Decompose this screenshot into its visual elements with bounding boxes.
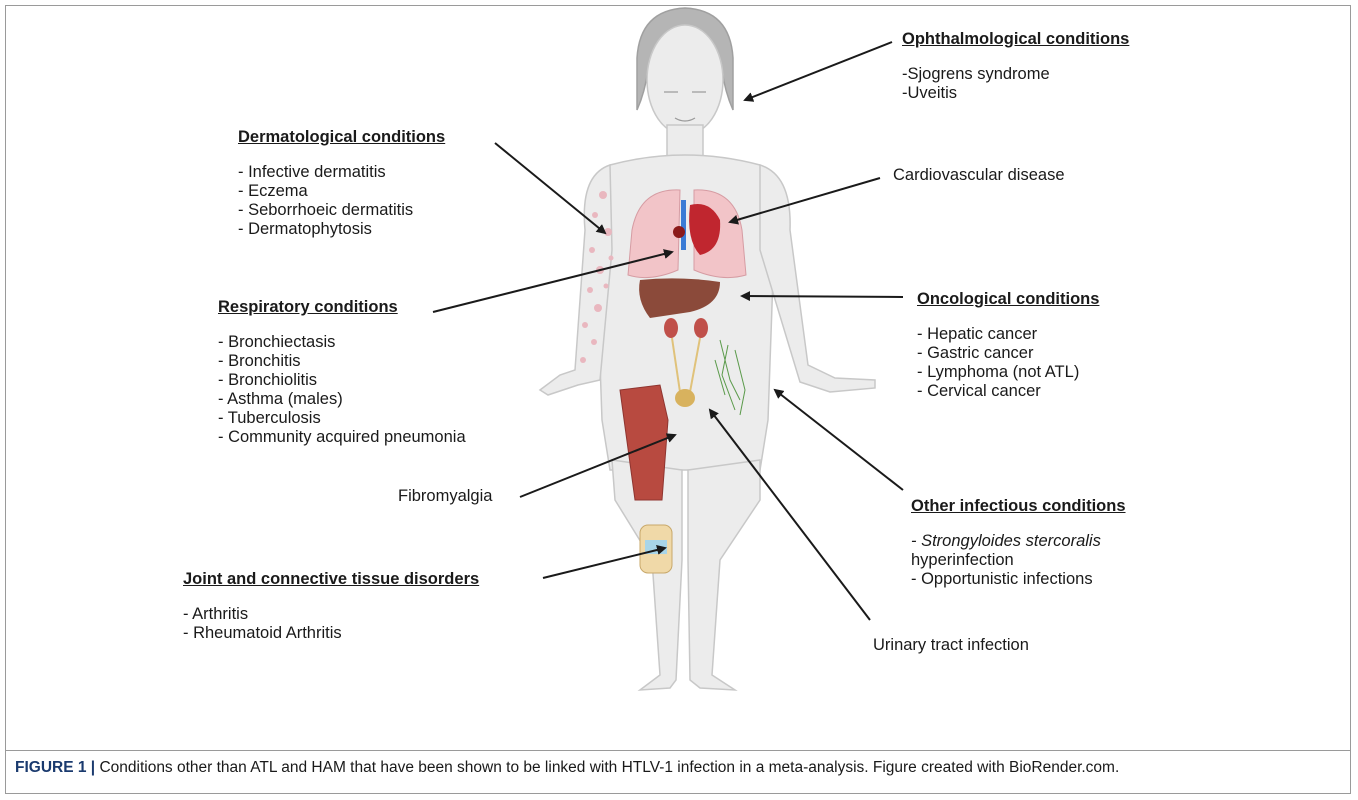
caption-label: FIGURE 1 | (15, 759, 95, 776)
ophthalmological-heading: Ophthalmological conditions (902, 30, 1129, 49)
urinary-group: Urinary tract infection (873, 636, 1029, 655)
fibromyalgia-group: Fibromyalgia (398, 487, 492, 506)
list-item: - Lymphoma (not ATL) (917, 363, 1099, 382)
respiratory-group: Respiratory conditions - Bronchiectasis … (218, 298, 466, 447)
other-infectious-list: - Strongyloides stercoralis hyperinfecti… (911, 532, 1126, 589)
list-item: - Opportunistic infections (911, 570, 1126, 589)
right-leg (688, 460, 760, 690)
joint-heading: Joint and connective tissue disorders (183, 570, 479, 589)
list-item: - Community acquired pneumonia (218, 428, 466, 447)
left-arm (540, 165, 612, 395)
dermatological-group: Dermatological conditions - Infective de… (238, 128, 445, 239)
list-item: - Gastric cancer (917, 344, 1099, 363)
joint-group: Joint and connective tissue disorders - … (183, 570, 479, 643)
human-body (540, 8, 875, 690)
figure-caption: FIGURE 1 | Conditions other than ATL and… (15, 759, 1345, 777)
list-item: - Infective dermatitis (238, 163, 445, 182)
list-item: - Arthritis (183, 605, 479, 624)
respiratory-list: - Bronchiectasis - Bronchitis - Bronchio… (218, 333, 466, 447)
respiratory-heading: Respiratory conditions (218, 298, 466, 317)
dermatological-heading: Dermatological conditions (238, 128, 445, 147)
list-item: - Hepatic cancer (917, 325, 1099, 344)
list-item-prefix: - Strongyloides stercoralis (911, 532, 1101, 550)
knee-joint (640, 525, 672, 573)
list-item: - Tuberculosis (218, 409, 466, 428)
list-item: - Bronchitis (218, 352, 466, 371)
list-item: - Eczema (238, 182, 445, 201)
oncological-heading: Oncological conditions (917, 290, 1099, 309)
arrow-oncological (742, 296, 903, 297)
list-item: - Rheumatoid Arthritis (183, 624, 479, 643)
list-item: - Strongyloides stercoralis (911, 532, 1126, 551)
list-item: - Seborrhoeic dermatitis (238, 201, 445, 220)
list-item: hyperinfection (911, 551, 1126, 570)
arrow-other-infectious (775, 390, 903, 490)
fibromyalgia-label: Fibromyalgia (398, 487, 492, 506)
arrow-ophthalmological (745, 42, 892, 100)
list-item: - Cervical cancer (917, 382, 1099, 401)
list-item: -Uveitis (902, 84, 1129, 103)
head (647, 25, 723, 135)
ophthalmological-list: -Sjogrens syndrome -Uveitis (902, 65, 1129, 103)
joint-list: - Arthritis - Rheumatoid Arthritis (183, 605, 479, 643)
cardiovascular-group: Cardiovascular disease (893, 166, 1065, 185)
urinary-label: Urinary tract infection (873, 636, 1029, 655)
caption-divider (5, 750, 1351, 751)
ophthalmological-group: Ophthalmological conditions -Sjogrens sy… (902, 30, 1129, 103)
right-arm (760, 165, 875, 392)
list-item: - Dermatophytosis (238, 220, 445, 239)
dermatological-list: - Infective dermatitis - Eczema - Seborr… (238, 163, 445, 239)
list-item: - Bronchiectasis (218, 333, 466, 352)
oncological-list: - Hepatic cancer - Gastric cancer - Lymp… (917, 325, 1099, 401)
cardiovascular-label: Cardiovascular disease (893, 166, 1065, 185)
other-infectious-heading: Other infectious conditions (911, 497, 1126, 516)
list-item: - Bronchiolitis (218, 371, 466, 390)
oncological-group: Oncological conditions - Hepatic cancer … (917, 290, 1099, 401)
list-item: - Asthma (males) (218, 390, 466, 409)
bladder (675, 389, 695, 407)
list-item: -Sjogrens syndrome (902, 65, 1129, 84)
caption-text: Conditions other than ATL and HAM that h… (95, 759, 1119, 776)
other-infectious-group: Other infectious conditions - Strongyloi… (911, 497, 1126, 589)
